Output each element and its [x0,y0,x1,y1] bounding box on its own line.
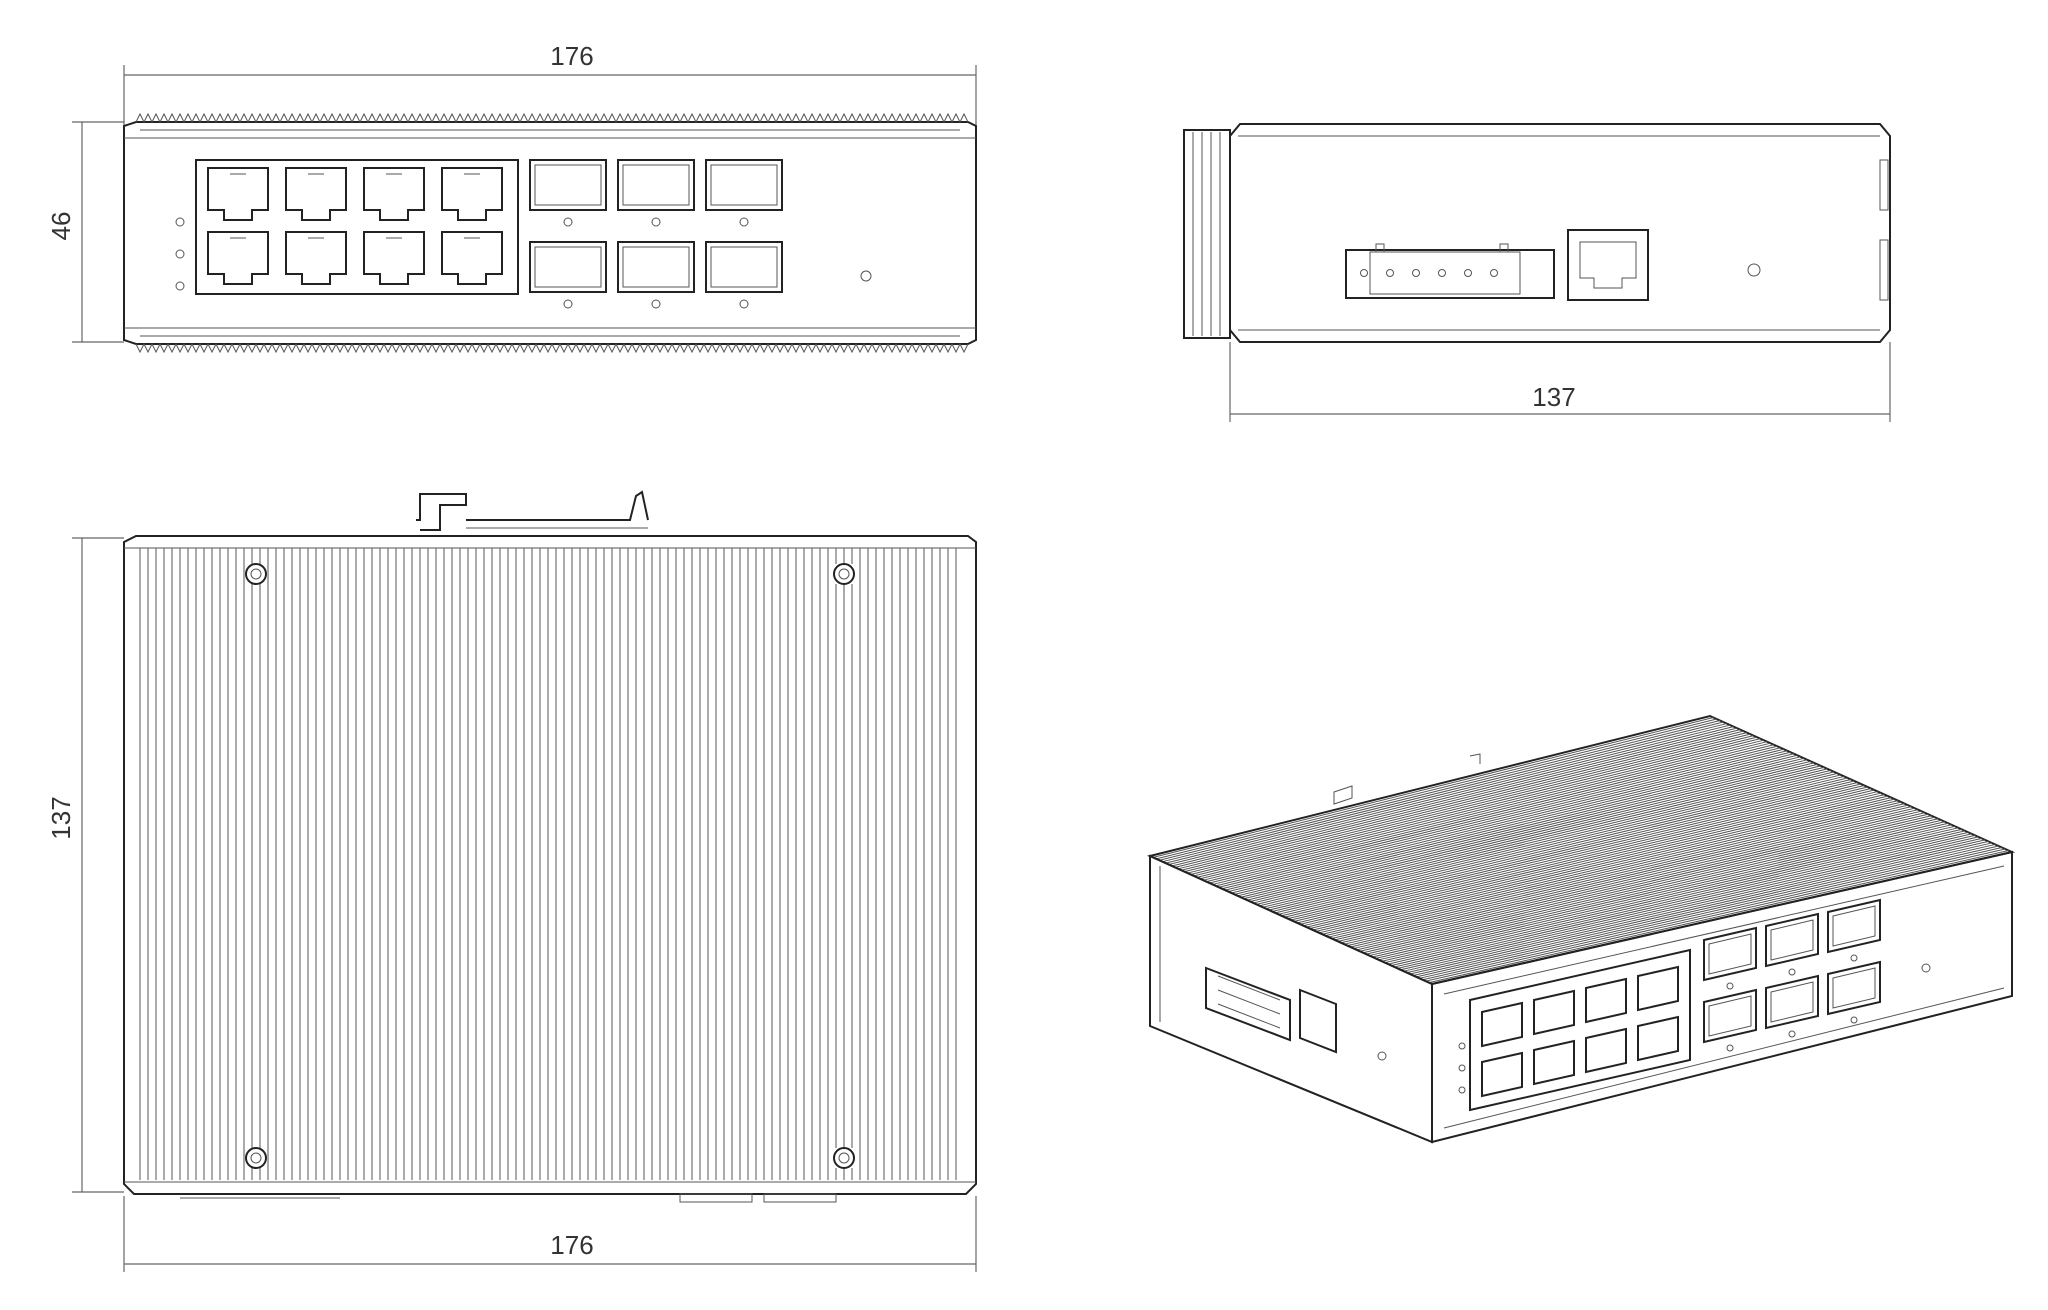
iso-sfp-port [1765,974,1819,1030]
top-width-label: 176 [550,1230,593,1260]
rj45-port [441,231,503,285]
rj45-port [207,167,269,221]
rj45-port [441,167,503,221]
rj45-port [207,231,269,285]
iso-sfp-ports [1703,898,1881,1052]
front-view: 176 46 [46,41,977,354]
mounting-screw [833,1147,855,1169]
iso-sfp-port [1703,926,1757,982]
status-led [175,281,185,291]
side-depth-label: 137 [1532,382,1575,412]
sfp-led [651,217,661,227]
iso-rj45-port [1481,1001,1523,1048]
sfp-port [705,241,783,293]
sfp-port [529,159,607,211]
sfp-port-group [529,159,783,309]
status-led-group [175,217,185,291]
side-depth-dimension: 137 [1229,342,1891,422]
front-height-dimension: 46 [46,121,124,343]
sfp-led [651,299,661,309]
sfp-port [617,241,695,293]
rj45-port [285,167,347,221]
mounting-screw [245,563,267,585]
top-depth-label: 137 [46,796,76,839]
status-led [175,217,185,227]
iso-rj45-ports [1481,965,1679,1098]
top-depth-dimension: 137 [46,537,124,1193]
terminal-pin [1490,269,1498,277]
terminal-block [1345,249,1555,299]
front-width-dimension: 176 [123,41,977,125]
terminal-pin [1412,269,1420,277]
iso-sfp-port [1827,898,1881,954]
sfp-port [529,241,607,293]
sfp-led [563,217,573,227]
iso-rj45-port [1533,1039,1575,1086]
iso-rj45-port [1585,1027,1627,1074]
terminal-pin [1464,269,1472,277]
iso-rj45-port [1637,965,1679,1012]
console-port [1567,229,1649,301]
terminal-pin [1438,269,1446,277]
cooling-fins [124,547,976,1183]
rj45-port [363,167,425,221]
terminal-pin [1386,269,1394,277]
side-view: 137 [1183,123,1891,422]
top-view: 137 176 [46,490,977,1272]
terminal-pin [1360,269,1368,277]
front-height-label: 46 [46,212,76,241]
din-rail-clip [416,493,467,531]
iso-rj45-port [1481,1051,1523,1098]
iso-sfp-port [1827,960,1881,1016]
mounting-screw [245,1147,267,1169]
din-clip [1183,129,1231,339]
iso-console-port [1299,988,1337,1054]
rj45-port [363,231,425,285]
rj45-block [195,159,519,295]
status-led [175,249,185,259]
top-width-dimension: 176 [123,1196,977,1272]
sfp-port [705,159,783,211]
iso-sfp-port [1703,988,1757,1044]
isometric-fins [1153,717,2009,984]
sfp-led [563,299,573,309]
front-width-label: 176 [550,41,593,71]
rj45-port [285,231,347,285]
iso-rj45-port [1637,1015,1679,1062]
iso-rj45-port [1533,989,1575,1036]
iso-sfp-port [1765,912,1819,968]
sfp-port [617,159,695,211]
iso-terminal-block [1205,966,1291,1042]
iso-rj45-port [1585,977,1627,1024]
mounting-screw [833,563,855,585]
side-ground-hole [1747,263,1761,277]
sfp-led [739,217,749,227]
ground-hole [860,270,872,282]
rj45-port-group [207,167,503,285]
sfp-led [739,299,749,309]
mounting-screws [245,563,855,1169]
isometric-view [1146,714,2016,1144]
terminal-pins [1360,269,1498,277]
iso-rj45-block [1469,948,1691,1112]
